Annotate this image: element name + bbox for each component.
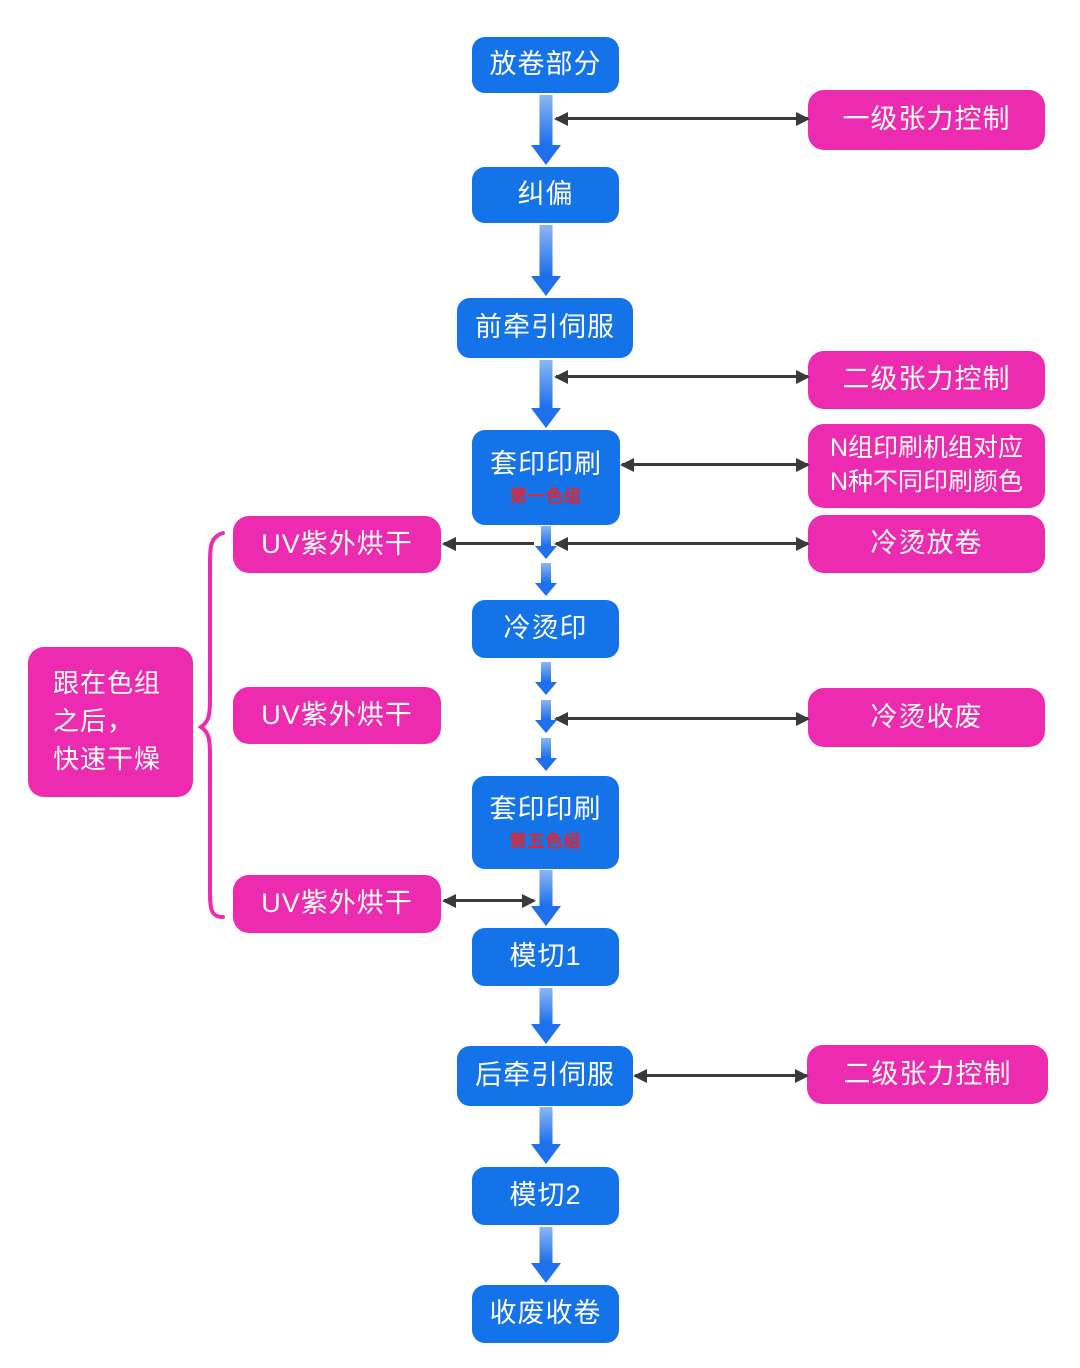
- flow-node-die-cut-1: 模切1: [472, 928, 619, 986]
- flow-node-label: 收废收卷: [489, 1298, 602, 1329]
- connector-unwind-tension1: [554, 112, 810, 126]
- flow-node-sublabel: 第五色组: [509, 831, 582, 851]
- annotation-label: 冷烫放卷: [870, 528, 983, 559]
- flow-node-web-guide: 纠偏: [472, 167, 619, 223]
- annotation-label: 冷烫收废: [870, 701, 983, 732]
- annotation-cold-foil-unwind: 冷烫放卷: [808, 515, 1045, 573]
- connector-fronttraction-tension2: [554, 370, 810, 384]
- arrowhead-right-icon: [796, 370, 810, 384]
- annotation-label: UV紫外烘干: [261, 528, 413, 559]
- annotation-quick-dry-note: 跟在色组 之后， 快速干燥: [28, 647, 193, 797]
- flow-node-label: 套印印刷: [489, 793, 602, 824]
- note-line1: 跟在色组: [53, 668, 162, 699]
- annotation-label: UV紫外烘干: [261, 888, 413, 919]
- note-line3: 快速干燥: [53, 743, 162, 774]
- flow-node-label: 模切1: [509, 941, 582, 972]
- arrowhead-left-icon: [554, 712, 568, 726]
- flow-node-cold-foil-print: 冷烫印: [472, 600, 619, 658]
- note-line2: 之后，: [53, 706, 135, 737]
- annotation-n-print-groups: N组印刷机组对应 N种不同印刷颜色: [808, 424, 1045, 508]
- annotation-label: 二级张力控制: [842, 364, 1011, 395]
- connector-coldfoil-waste: [554, 712, 810, 726]
- annotation-uv-dry-1: UV紫外烘干: [233, 516, 441, 573]
- flow-node-label: 前牵引伺服: [475, 312, 615, 343]
- down-arrow-small-icon: [535, 700, 557, 733]
- arrowhead-left-icon: [633, 1069, 647, 1083]
- annotation-label: UV紫外烘干: [261, 699, 413, 730]
- flow-node-label: 后牵引伺服: [475, 1060, 615, 1091]
- connector-reartraction-tension2: [633, 1069, 809, 1083]
- connector-uv1: [442, 537, 534, 551]
- arrowhead-left-icon: [442, 894, 456, 908]
- arrowhead-left-icon: [620, 458, 634, 472]
- brace-uv-group: [197, 531, 225, 919]
- down-arrow-small-icon: [535, 738, 557, 771]
- flow-node-unwind: 放卷部分: [472, 37, 619, 93]
- annotation-uv-dry-3: UV紫外烘干: [233, 875, 441, 933]
- down-arrow-icon: [531, 1227, 561, 1283]
- connector-coldfoil-unwind: [554, 537, 810, 551]
- arrowhead-left-icon: [442, 537, 456, 551]
- flow-node-label: 模切2: [509, 1180, 582, 1211]
- annotation-tension-level1: 一级张力控制: [808, 90, 1045, 150]
- annotation-cold-foil-waste: 冷烫收废: [808, 688, 1045, 747]
- connector-overprint-ngroups: [620, 458, 810, 472]
- annotation-tension-level2-rear: 二级张力控制: [807, 1045, 1048, 1104]
- down-arrow-icon: [531, 95, 561, 165]
- annotation-label-line2: N种不同印刷颜色: [829, 468, 1024, 496]
- annotation-tension-level2: 二级张力控制: [808, 351, 1045, 409]
- flow-node-waste-rewind: 收废收卷: [472, 1285, 619, 1343]
- arrowhead-right-icon: [522, 894, 536, 908]
- down-arrow-icon: [531, 988, 561, 1044]
- down-arrow-icon: [531, 1107, 561, 1164]
- connector-uv3: [442, 894, 536, 908]
- flow-node-overprint-group1: 套印印刷 第一色组: [472, 430, 620, 525]
- down-arrow-small-icon: [535, 526, 557, 559]
- flow-node-label: 放卷部分: [489, 49, 602, 80]
- flow-node-label: 纠偏: [517, 179, 574, 210]
- flow-node-label: 冷烫印: [503, 613, 588, 644]
- down-arrow-icon: [531, 225, 561, 296]
- arrowhead-right-icon: [796, 112, 810, 126]
- flow-node-sublabel: 第一色组: [510, 486, 582, 506]
- flow-node-rear-traction-servo: 后牵引伺服: [457, 1046, 633, 1106]
- arrowhead-right-icon: [796, 712, 810, 726]
- arrowhead-left-icon: [554, 370, 568, 384]
- flow-node-overprint-group5: 套印印刷 第五色组: [472, 776, 619, 869]
- annotation-label: 二级张力控制: [843, 1058, 1012, 1089]
- down-arrow-icon: [531, 360, 561, 428]
- flow-node-front-traction-servo: 前牵引伺服: [457, 298, 633, 358]
- flow-node-label: 套印印刷: [490, 448, 602, 479]
- arrowhead-right-icon: [795, 1069, 809, 1083]
- annotation-label-line1: N组印刷机组对应: [829, 434, 1024, 463]
- annotation-label: 一级张力控制: [842, 104, 1011, 135]
- flow-node-die-cut-2: 模切2: [472, 1167, 619, 1225]
- arrowhead-left-icon: [554, 537, 568, 551]
- arrowhead-right-icon: [796, 458, 810, 472]
- arrowhead-right-icon: [796, 537, 810, 551]
- down-arrow-icon: [531, 870, 561, 926]
- arrowhead-left-icon: [554, 112, 568, 126]
- down-arrow-small-icon: [535, 662, 557, 695]
- down-arrow-small-icon: [535, 563, 557, 596]
- annotation-uv-dry-2: UV紫外烘干: [233, 687, 441, 744]
